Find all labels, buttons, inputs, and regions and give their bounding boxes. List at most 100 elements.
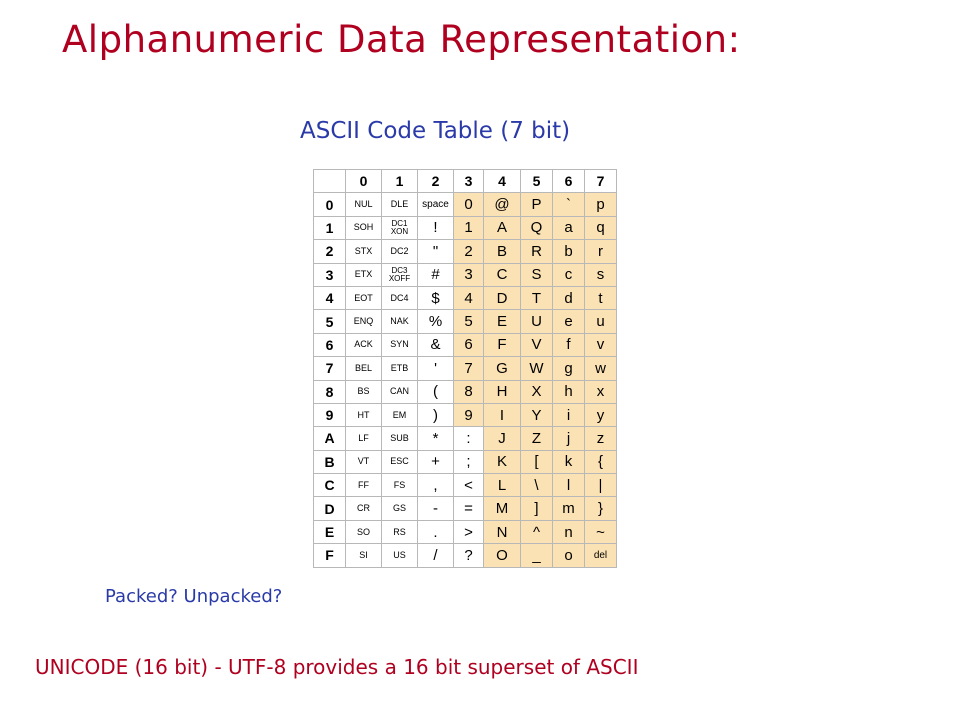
code-cell: / [417, 543, 454, 568]
code-cell: q [584, 215, 617, 241]
code-cell: SOH [345, 215, 382, 241]
code-cell: SYN [381, 332, 418, 358]
code-cell: ' [417, 356, 454, 381]
code-cell: g [552, 356, 585, 381]
column-header: 0 [345, 168, 382, 194]
code-cell: CR [345, 496, 382, 521]
code-cell: ENQ [345, 309, 382, 334]
code-cell: e [552, 309, 585, 334]
code-cell: Q [520, 215, 553, 241]
code-cell: 3 [453, 262, 484, 287]
code-cell: ; [453, 449, 484, 475]
row-header: 3 [313, 262, 346, 287]
code-cell: S [520, 262, 553, 287]
code-cell: j [552, 426, 585, 451]
table-caption: ASCII Code Table (7 bit) [300, 118, 571, 144]
code-cell: D [483, 285, 521, 311]
code-cell: i [552, 402, 585, 428]
code-cell: W [520, 356, 553, 381]
code-cell: STX [345, 239, 382, 264]
code-cell: c [552, 262, 585, 287]
code-cell: RS [381, 519, 418, 545]
code-cell: ^ [520, 519, 553, 545]
code-cell: F [483, 332, 521, 358]
code-cell: h [552, 379, 585, 404]
code-cell: ETX [345, 262, 382, 287]
row-header: 6 [313, 332, 346, 358]
code-cell: L [483, 473, 521, 498]
code-cell: U [520, 309, 553, 334]
row-header: 9 [313, 402, 346, 428]
code-cell: X [520, 379, 553, 404]
code-cell: M [483, 496, 521, 521]
row-header: 4 [313, 285, 346, 311]
code-cell: ) [417, 402, 454, 428]
code-cell: GS [381, 496, 418, 521]
code-cell: & [417, 332, 454, 358]
code-cell: DC3 XOFF [381, 262, 418, 287]
code-cell: A [483, 215, 521, 241]
code-cell: SI [345, 543, 382, 568]
column-header: 6 [552, 168, 585, 194]
code-cell: l [552, 473, 585, 498]
code-cell: LF [345, 426, 382, 451]
code-cell: o [552, 543, 585, 568]
code-cell: k [552, 449, 585, 475]
code-cell: * [417, 426, 454, 451]
code-cell: r [584, 239, 617, 264]
code-cell: # [417, 262, 454, 287]
code-cell: = [453, 496, 484, 521]
code-cell: , [417, 473, 454, 498]
code-cell: 6 [453, 332, 484, 358]
code-cell: n [552, 519, 585, 545]
code-cell: - [417, 496, 454, 521]
code-cell: HT [345, 402, 382, 428]
code-cell: " [417, 239, 454, 264]
code-cell: [ [520, 449, 553, 475]
code-cell: SO [345, 519, 382, 545]
code-cell: B [483, 239, 521, 264]
row-header: A [313, 426, 346, 451]
code-cell: ACK [345, 332, 382, 358]
row-header: 1 [313, 215, 346, 241]
code-cell: 0 [453, 192, 484, 217]
code-cell: a [552, 215, 585, 241]
row-header: 8 [313, 379, 346, 404]
code-cell: } [584, 496, 617, 521]
code-cell: + [417, 449, 454, 475]
column-header: 1 [381, 168, 418, 194]
code-cell: del [584, 543, 617, 568]
packed-unpacked-question: Packed? Unpacked? [105, 586, 283, 607]
row-header: E [313, 519, 346, 545]
code-cell: G [483, 356, 521, 381]
code-cell: P [520, 192, 553, 217]
column-header: 2 [417, 168, 454, 194]
code-cell: | [584, 473, 617, 498]
code-cell: DC2 [381, 239, 418, 264]
code-cell: US [381, 543, 418, 568]
code-cell: ( [417, 379, 454, 404]
code-cell: 1 [453, 215, 484, 241]
code-cell: % [417, 309, 454, 334]
row-header: D [313, 496, 346, 521]
row-header: C [313, 473, 346, 498]
code-cell: DC1 XON [381, 215, 418, 241]
row-header: F [313, 543, 346, 568]
code-cell: ` [552, 192, 585, 217]
code-cell: 4 [453, 285, 484, 311]
code-cell: z [584, 426, 617, 451]
code-cell: \ [520, 473, 553, 498]
code-cell: ? [453, 543, 484, 568]
